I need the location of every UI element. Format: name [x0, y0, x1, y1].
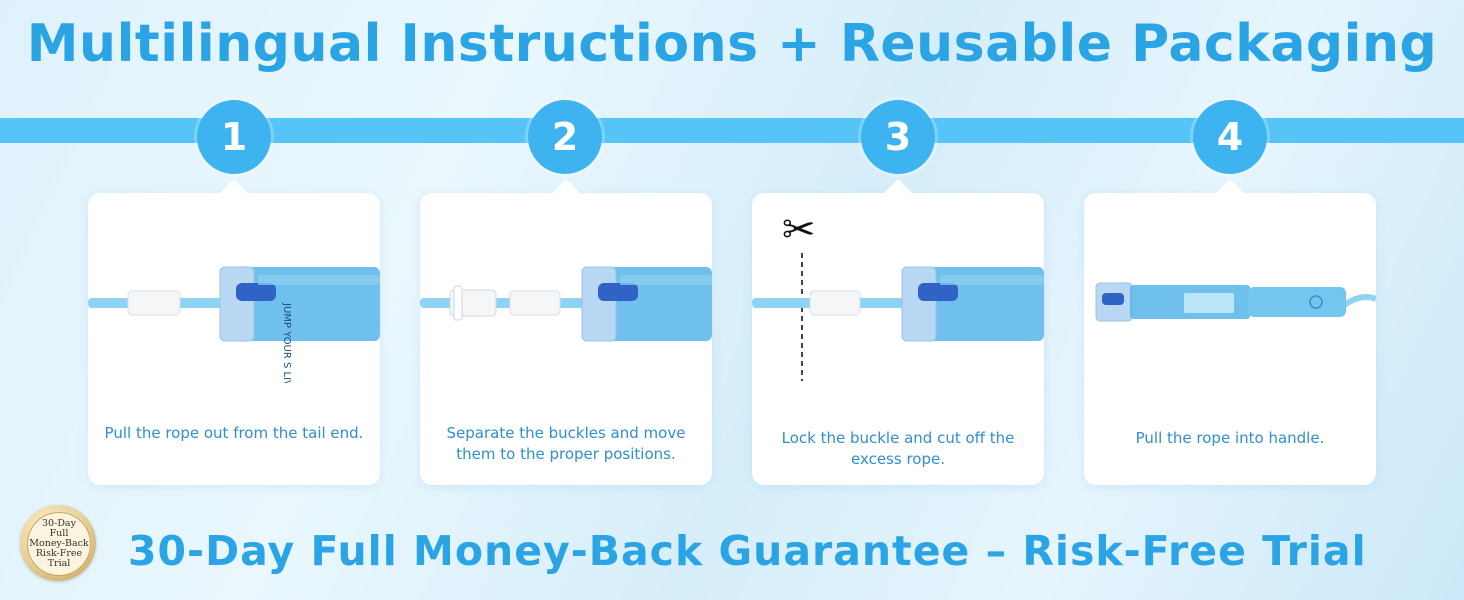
step-4-card: Pull the rope into handle.: [1084, 179, 1376, 485]
step-3-caption: Lock the buckle and cut off the excess r…: [781, 429, 1015, 468]
badge-text: 30-Day Full Money-Back Risk-Free Trial: [27, 512, 91, 576]
step-2-number: 2: [528, 100, 602, 174]
handle-print-text: JUMP YOUR S LIVE YOUR PA: [281, 302, 292, 383]
step-4-caption: Pull the rope into handle.: [1135, 429, 1325, 447]
step-2-caption: Separate the buckles and move them to th…: [446, 424, 686, 463]
step-3-card: ✂ Lock the buckle and cut off the excess…: [752, 179, 1044, 485]
step-1-illustration: JUMP YOUR S LIVE YOUR PA: [88, 266, 380, 383]
step-1-number: 1: [197, 100, 271, 174]
step-4-number: 4: [1193, 100, 1267, 174]
step-3-number: 3: [861, 100, 935, 174]
page-title: Multilingual Instructions + Reusable Pac…: [26, 14, 1438, 74]
step-3-illustration: [752, 253, 1044, 381]
step-1-caption: Pull the rope out from the tail end.: [104, 424, 364, 442]
step-1-card: JUMP YOUR S LIVE YOUR PA Pull the rope o…: [88, 179, 380, 485]
guarantee-text: 30-Day Full Money-Back Guarantee – Risk-…: [128, 527, 1367, 575]
step-2-illustration: [420, 266, 712, 342]
step-2-card: Separate the buckles and move them to th…: [420, 179, 712, 485]
scissors-icon: ✂: [782, 207, 816, 253]
step-4-illustration: [1095, 282, 1376, 322]
money-back-badge: 30-Day Full Money-Back Risk-Free Trial: [20, 505, 96, 581]
